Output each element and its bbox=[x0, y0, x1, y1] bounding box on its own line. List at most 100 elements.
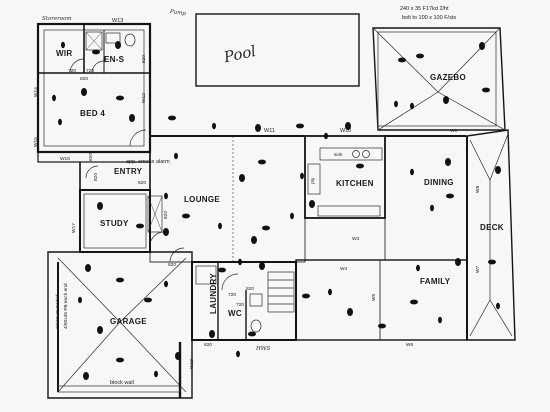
ink-spot bbox=[410, 299, 418, 305]
ink-spot bbox=[136, 223, 144, 229]
room-laundry: LAUNDRY bbox=[209, 273, 218, 314]
ink-spot bbox=[163, 228, 169, 236]
ink-spot bbox=[309, 200, 315, 208]
ink-spot bbox=[144, 297, 152, 303]
room-wir: WIR bbox=[56, 49, 72, 58]
ink-spot bbox=[92, 49, 100, 55]
ink-spot bbox=[416, 264, 420, 272]
ink-spot bbox=[238, 258, 242, 266]
ink-spot bbox=[255, 124, 261, 132]
dim-720-laundry: 720 bbox=[228, 292, 236, 298]
ink-spot bbox=[52, 94, 56, 102]
ink-spot bbox=[324, 132, 328, 140]
ink-spot bbox=[416, 53, 424, 59]
wall-w4: W4 bbox=[340, 266, 348, 272]
room-entry: ENTRY bbox=[114, 167, 143, 176]
wall-w17: W17 bbox=[71, 223, 77, 233]
ink-spot bbox=[259, 262, 265, 270]
ink-spot bbox=[445, 158, 451, 166]
ink-spot bbox=[61, 41, 65, 49]
wall-w18: W18 bbox=[189, 359, 195, 369]
wall-w11: W11 bbox=[264, 128, 275, 134]
ink-spot bbox=[116, 357, 124, 363]
room-study: STUDY bbox=[100, 219, 129, 228]
wall-w13: W13 bbox=[112, 18, 123, 24]
ink-spot bbox=[258, 159, 266, 165]
ink-spot bbox=[302, 293, 310, 299]
garage-beam-note-1: 2/240x35 F17kd bbox=[55, 294, 61, 329]
wall-w3: W3 bbox=[352, 236, 360, 242]
ink-spot bbox=[300, 172, 304, 180]
dim-820-bed4: 820 bbox=[88, 153, 94, 161]
ink-spot bbox=[378, 323, 386, 329]
ink-spot bbox=[410, 168, 414, 176]
room-garage: GARAGE bbox=[110, 317, 147, 326]
dim-820-entry-a: 820 bbox=[93, 173, 99, 181]
ink-spot bbox=[345, 122, 351, 130]
ink-spot bbox=[495, 166, 501, 174]
ink-spot bbox=[83, 372, 89, 380]
wall-w12: W12 bbox=[141, 93, 147, 103]
ink-spot bbox=[482, 87, 490, 93]
ink-spot bbox=[168, 115, 176, 121]
ink-spot bbox=[218, 267, 226, 273]
ink-spot bbox=[81, 88, 87, 96]
room-wc: WC bbox=[228, 309, 242, 318]
ink-spot bbox=[290, 212, 294, 220]
wall-w9: W9 bbox=[450, 128, 458, 134]
dim-720-wir: 720 bbox=[68, 68, 76, 74]
room-kitchen: KITCHEN bbox=[336, 179, 374, 188]
ink-spot bbox=[218, 222, 222, 230]
ink-spot bbox=[438, 316, 442, 324]
dim-820-study: 820 bbox=[163, 211, 169, 219]
wall-w5: W5 bbox=[371, 293, 377, 301]
dim-720-wc: 720 bbox=[236, 302, 244, 308]
smoke-alarm-note: app. smoke alarm bbox=[126, 159, 170, 165]
ink-spot bbox=[116, 95, 124, 101]
storeroom-note: Storeroom bbox=[42, 16, 72, 22]
garage-beam-note-2: 4/90x35 FB each end bbox=[63, 283, 69, 329]
ink-spot bbox=[85, 264, 91, 272]
ink-spot bbox=[212, 122, 216, 130]
ink-spot bbox=[97, 326, 103, 334]
wall-w14: W14 bbox=[33, 87, 39, 97]
ink-spot bbox=[410, 102, 414, 110]
pump-note: Pump bbox=[169, 9, 187, 17]
ink-spot bbox=[182, 213, 190, 219]
ink-spot bbox=[154, 370, 158, 378]
ink-spot bbox=[58, 118, 62, 126]
ink-spot bbox=[430, 204, 434, 212]
ink-spot bbox=[78, 296, 82, 304]
room-lounge: LOUNGE bbox=[184, 195, 220, 204]
ink-spot bbox=[248, 331, 256, 337]
dim-820-laundry: 820 bbox=[204, 342, 212, 348]
room-deck: DECK bbox=[480, 223, 504, 232]
garage bbox=[47, 251, 193, 399]
ink-spot bbox=[97, 202, 103, 210]
wall-w6: W6 bbox=[406, 342, 414, 348]
wall-w16: W16 bbox=[60, 156, 70, 162]
ink-spot bbox=[443, 96, 449, 104]
ink-spot bbox=[174, 152, 178, 160]
block-wall-note: block wall bbox=[110, 380, 134, 386]
ink-spot bbox=[455, 258, 461, 266]
bolt-note: bolt to 100 x 100 F/sts bbox=[402, 15, 456, 21]
ink-spot bbox=[496, 302, 500, 310]
ink-spot bbox=[129, 114, 135, 122]
ink-spot bbox=[262, 225, 270, 231]
ink-spot bbox=[488, 259, 496, 265]
pantry-note: pty bbox=[310, 177, 316, 184]
wall-w8: W8 bbox=[475, 185, 481, 193]
hws-note: HWS bbox=[255, 346, 270, 352]
room-family: FAMILY bbox=[420, 277, 451, 286]
ink-spot bbox=[446, 193, 454, 199]
ink-spot bbox=[164, 280, 168, 288]
ink-spots bbox=[52, 41, 501, 380]
ink-spot bbox=[296, 123, 304, 129]
ink-spot bbox=[175, 352, 181, 360]
stairs bbox=[267, 271, 295, 313]
dim-720-ens: 720 bbox=[86, 68, 94, 74]
sink-note: sink bbox=[334, 152, 343, 158]
dim-820-wir: 820 bbox=[80, 76, 88, 82]
